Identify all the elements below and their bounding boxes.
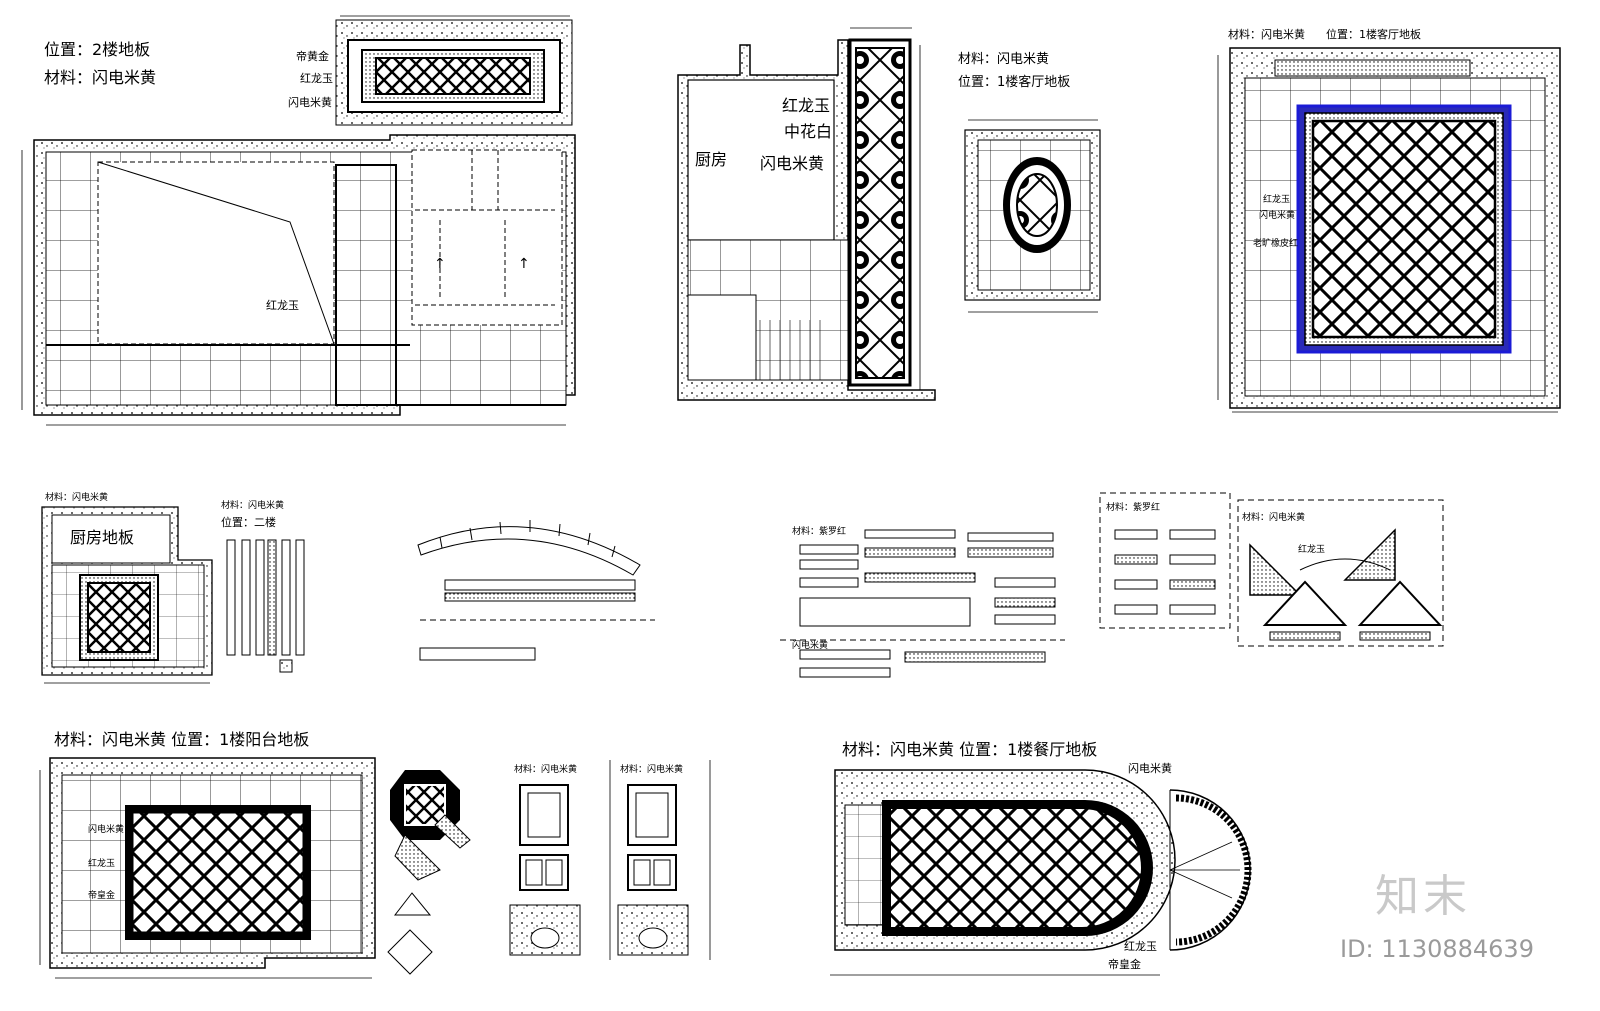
detail-pieces [387,770,471,975]
plan-balcony-floor [39,757,376,979]
dining-callout-b2: 帝皇金 [1108,958,1141,971]
dashed-box-b [1237,499,1444,647]
balcony-side-2: 红龙玉 [88,859,116,869]
loose-material-a: 材料：紫罗红 [792,527,847,537]
plan-kitchen-strip [677,27,936,401]
strip-callout-2: 中花白 [784,122,833,141]
plan-2f-location: 位置：2楼地板 [44,40,151,59]
svg-text:↑: ↑ [434,256,446,272]
watermark-id: ID: 1130884639 [1340,935,1534,963]
plan-2f-callout-3: 闪电米黄 [288,96,332,109]
box-a-material: 材料：紫罗红 [1106,503,1161,513]
vanity-title-1: 材料：闪电米黄 [514,765,578,775]
living-room-side-1: 红龙玉 [1263,195,1291,205]
balcony-side-1: 闪电米黄 [88,825,125,835]
arc-stone-pieces [417,520,655,661]
loose-material-b: 闪电米黄 [792,641,829,651]
plan-oval-medallion [964,119,1101,313]
plan-kitchen-floor [41,506,213,684]
loose-stone-pieces [780,529,1065,678]
plan-floor-strips [226,539,305,673]
strip-callout-3: 闪电米黄 [760,154,825,173]
plan-2f-region-label: 红龙玉 [266,299,299,312]
plan-dining-floor [830,769,1252,976]
dashed-box-a [1099,492,1231,629]
plan-living-room-floor [1217,47,1561,413]
svg-text:↑: ↑ [518,256,530,272]
strip-callout-1: 红龙玉 [782,96,831,115]
living-room-side-2: 闪电米黄 [1259,211,1296,221]
dining-callout-b1: 红龙玉 [1124,940,1157,953]
kitchen-floor-room: 厨房地板 [70,528,135,547]
vanity-elevations [509,760,711,960]
plan-2f-callout-2: 红龙玉 [300,72,333,85]
plan-2f-callout-1: 帝黄金 [296,50,329,63]
box-b-side: 红龙玉 [1298,545,1326,555]
strips-location: 位置：二楼 [221,516,276,529]
oval-material: 材料：闪电米黄 [958,52,1050,67]
dining-header: 材料：闪电米黄 位置：1楼餐厅地板 [842,740,1098,759]
strips-material: 材料：闪电米黄 [221,501,285,511]
kitchen-floor-material: 材料：闪电米黄 [45,493,109,503]
box-b-material: 材料：闪电米黄 [1242,513,1306,523]
oval-location: 位置：1楼客厅地板 [958,75,1071,90]
dining-callout-top: 闪电米黄 [1128,762,1172,775]
balcony-side-3: 帝皇金 [88,891,116,901]
kitchen-room-label: 厨房 [695,150,728,169]
watermark-brand: 知末 [1375,871,1471,922]
plan-2f-floor: ↑ ↑ [21,15,576,426]
vanity-title-2: 材料：闪电米黄 [620,765,684,775]
living-room-header: 材料：闪电米黄 位置：1楼客厅地板 [1228,28,1421,41]
balcony-header: 材料：闪电米黄 位置：1楼阳台地板 [54,730,310,749]
living-room-side-3: 老旷橡皮红 [1253,239,1299,249]
plan-2f-material: 材料：闪电米黄 [44,68,157,87]
